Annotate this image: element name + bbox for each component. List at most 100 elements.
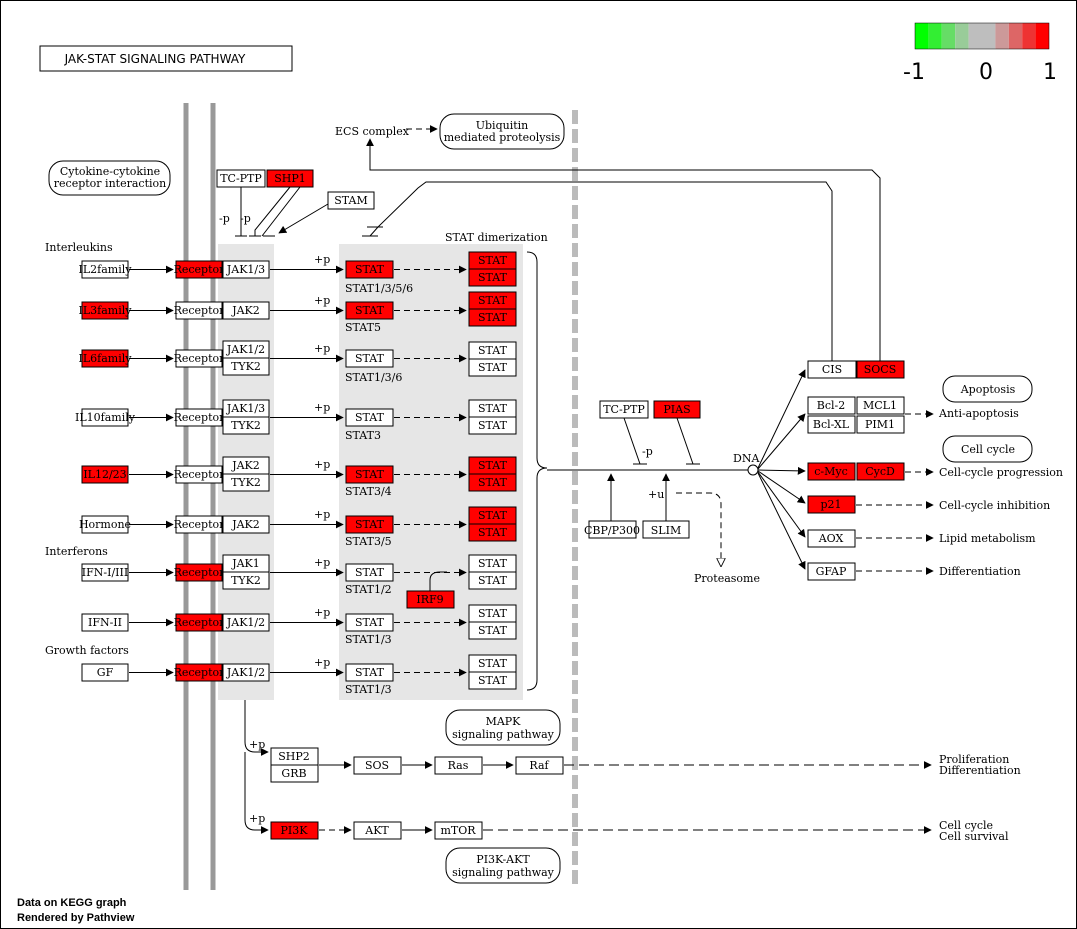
- label-phospho: +p: [314, 556, 330, 569]
- node-socs[interactable]: SOCS: [856, 360, 905, 379]
- node-ligand[interactable]: IL12/23: [81, 465, 129, 484]
- node-ligand[interactable]: IL6family: [79, 349, 133, 368]
- node-mcl1[interactable]: MCL1: [856, 396, 905, 415]
- node-akt[interactable]: AKT: [353, 821, 402, 840]
- outcome-inhibition: Cell-cycle inhibition: [939, 499, 1050, 512]
- node-pias[interactable]: PIAS: [653, 400, 701, 419]
- node-jak[interactable]: JAK1/3: [222, 399, 270, 418]
- node-slim[interactable]: SLIM: [642, 520, 690, 539]
- node-cmyc[interactable]: c-Myc: [807, 462, 856, 481]
- label-phospho: +p: [314, 458, 330, 471]
- node-receptor[interactable]: Receptor: [174, 301, 226, 320]
- node-jak[interactable]: JAK1/2: [222, 613, 270, 632]
- node-stat-dimer[interactable]: STAT: [468, 571, 517, 590]
- pathway-link-cytokine[interactable]: Cytokine-cytokine receptor interaction: [48, 160, 171, 196]
- node-receptor[interactable]: Receptor: [174, 613, 226, 632]
- node-irf9[interactable]: IRF9: [406, 590, 455, 609]
- node-stat[interactable]: STAT: [345, 563, 394, 582]
- node-stat-dimer[interactable]: STAT: [468, 341, 517, 360]
- label-ecs-complex: ECS complex: [335, 125, 410, 138]
- node-stat-dimer[interactable]: STAT: [468, 473, 517, 492]
- node-ligand[interactable]: Hormone: [79, 515, 131, 534]
- node-mtor[interactable]: mTOR: [434, 821, 483, 840]
- node-tcptp[interactable]: TC-PTP: [216, 169, 266, 188]
- node-jak[interactable]: TYK2: [222, 357, 270, 376]
- node-stat-dimer[interactable]: STAT: [468, 358, 517, 377]
- node-tcptp-nuclear[interactable]: TC-PTP: [599, 400, 649, 419]
- node-stat[interactable]: STAT: [345, 515, 394, 534]
- node-jak[interactable]: JAK2: [222, 301, 270, 320]
- node-stat-dimer[interactable]: STAT: [468, 671, 517, 690]
- node-receptor[interactable]: Receptor: [174, 260, 226, 279]
- node-stat-dimer[interactable]: STAT: [468, 268, 517, 287]
- node-stat-dimer[interactable]: STAT: [468, 621, 517, 640]
- node-ligand[interactable]: IFN-I/III: [81, 563, 129, 582]
- node-stat-dimer[interactable]: STAT: [468, 554, 517, 573]
- node-jak[interactable]: JAK2: [222, 456, 270, 475]
- node-shp1[interactable]: SHP1: [266, 169, 314, 188]
- node-ligand[interactable]: IL3family: [79, 301, 133, 320]
- node-stat[interactable]: STAT: [345, 349, 394, 368]
- node-stat-dimer[interactable]: STAT: [468, 604, 517, 623]
- node-stat-dimer[interactable]: STAT: [468, 291, 517, 310]
- node-label: Receptor: [174, 566, 226, 579]
- node-ligand[interactable]: IL2family: [79, 260, 133, 279]
- node-receptor[interactable]: Receptor: [174, 563, 226, 582]
- node-cycd[interactable]: CycD: [856, 462, 905, 481]
- node-cis[interactable]: CIS: [807, 360, 857, 379]
- node-jak[interactable]: JAK1/2: [222, 340, 270, 359]
- node-gfap[interactable]: GFAP: [807, 562, 856, 581]
- node-stat[interactable]: STAT: [345, 663, 394, 682]
- node-shp2[interactable]: SHP2: [270, 747, 319, 766]
- node-receptor[interactable]: Receptor: [174, 408, 226, 427]
- node-stat-dimer[interactable]: STAT: [468, 506, 517, 525]
- node-label: Bcl-2: [817, 399, 845, 412]
- node-receptor[interactable]: Receptor: [174, 465, 226, 484]
- pathway-link-pi3k[interactable]: PI3K-AKT signaling pathway: [445, 847, 561, 884]
- pathway-link-apoptosis[interactable]: Apoptosis: [942, 375, 1033, 403]
- node-jak[interactable]: TYK2: [222, 473, 270, 492]
- node-bclxl[interactable]: Bcl-XL: [807, 415, 856, 434]
- node-stat-dimer[interactable]: STAT: [468, 308, 517, 327]
- node-receptor[interactable]: Receptor: [174, 349, 226, 368]
- node-stam[interactable]: STAM: [327, 191, 375, 210]
- node-stat[interactable]: STAT: [345, 301, 394, 320]
- node-bcl2[interactable]: Bcl-2: [807, 396, 856, 415]
- node-stat-dimer[interactable]: STAT: [468, 523, 517, 542]
- node-ras[interactable]: Ras: [434, 756, 483, 775]
- node-ligand[interactable]: IFN-II: [81, 613, 129, 632]
- node-stat[interactable]: STAT: [345, 408, 394, 427]
- pathway-link-ubiquitin[interactable]: Ubiquitin mediated proteolysis: [439, 113, 565, 150]
- pathway-link-mapk[interactable]: MAPK signaling pathway: [445, 709, 561, 746]
- node-jak[interactable]: JAK1/3: [222, 260, 270, 279]
- node-aox[interactable]: AOX: [807, 529, 856, 548]
- node-jak[interactable]: JAK1: [222, 554, 270, 573]
- node-jak[interactable]: TYK2: [222, 571, 270, 590]
- node-stat-dimer[interactable]: STAT: [468, 399, 517, 418]
- node-stat[interactable]: STAT: [345, 260, 394, 279]
- node-sos[interactable]: SOS: [353, 756, 402, 775]
- node-stat-dimer[interactable]: STAT: [468, 456, 517, 475]
- node-ligand[interactable]: GF: [81, 663, 129, 682]
- node-stat-dimer[interactable]: STAT: [468, 416, 517, 435]
- node-cbp[interactable]: CBP/P300: [584, 520, 640, 539]
- node-p21[interactable]: p21: [807, 495, 856, 514]
- node-raf[interactable]: Raf: [515, 756, 564, 775]
- node-stat[interactable]: STAT: [345, 613, 394, 632]
- pathway-link-cellcycle[interactable]: Cell cycle: [942, 435, 1033, 463]
- node-ligand[interactable]: IL10family: [75, 408, 136, 427]
- node-jak[interactable]: JAK2: [222, 515, 270, 534]
- node-jak[interactable]: TYK2: [222, 416, 270, 435]
- node-pim1[interactable]: PIM1: [856, 415, 905, 434]
- node-label: STAT: [478, 459, 508, 472]
- node-receptor[interactable]: Receptor: [174, 515, 226, 534]
- node-stat-dimer[interactable]: STAT: [468, 654, 517, 673]
- node-pi3k[interactable]: PI3K: [270, 821, 319, 840]
- node-stat[interactable]: STAT: [345, 465, 394, 484]
- node-stat-dimer[interactable]: STAT: [468, 251, 517, 270]
- node-jak[interactable]: JAK1/2: [222, 663, 270, 682]
- node-receptor[interactable]: Receptor: [174, 663, 226, 682]
- node-grb[interactable]: GRB: [270, 764, 319, 783]
